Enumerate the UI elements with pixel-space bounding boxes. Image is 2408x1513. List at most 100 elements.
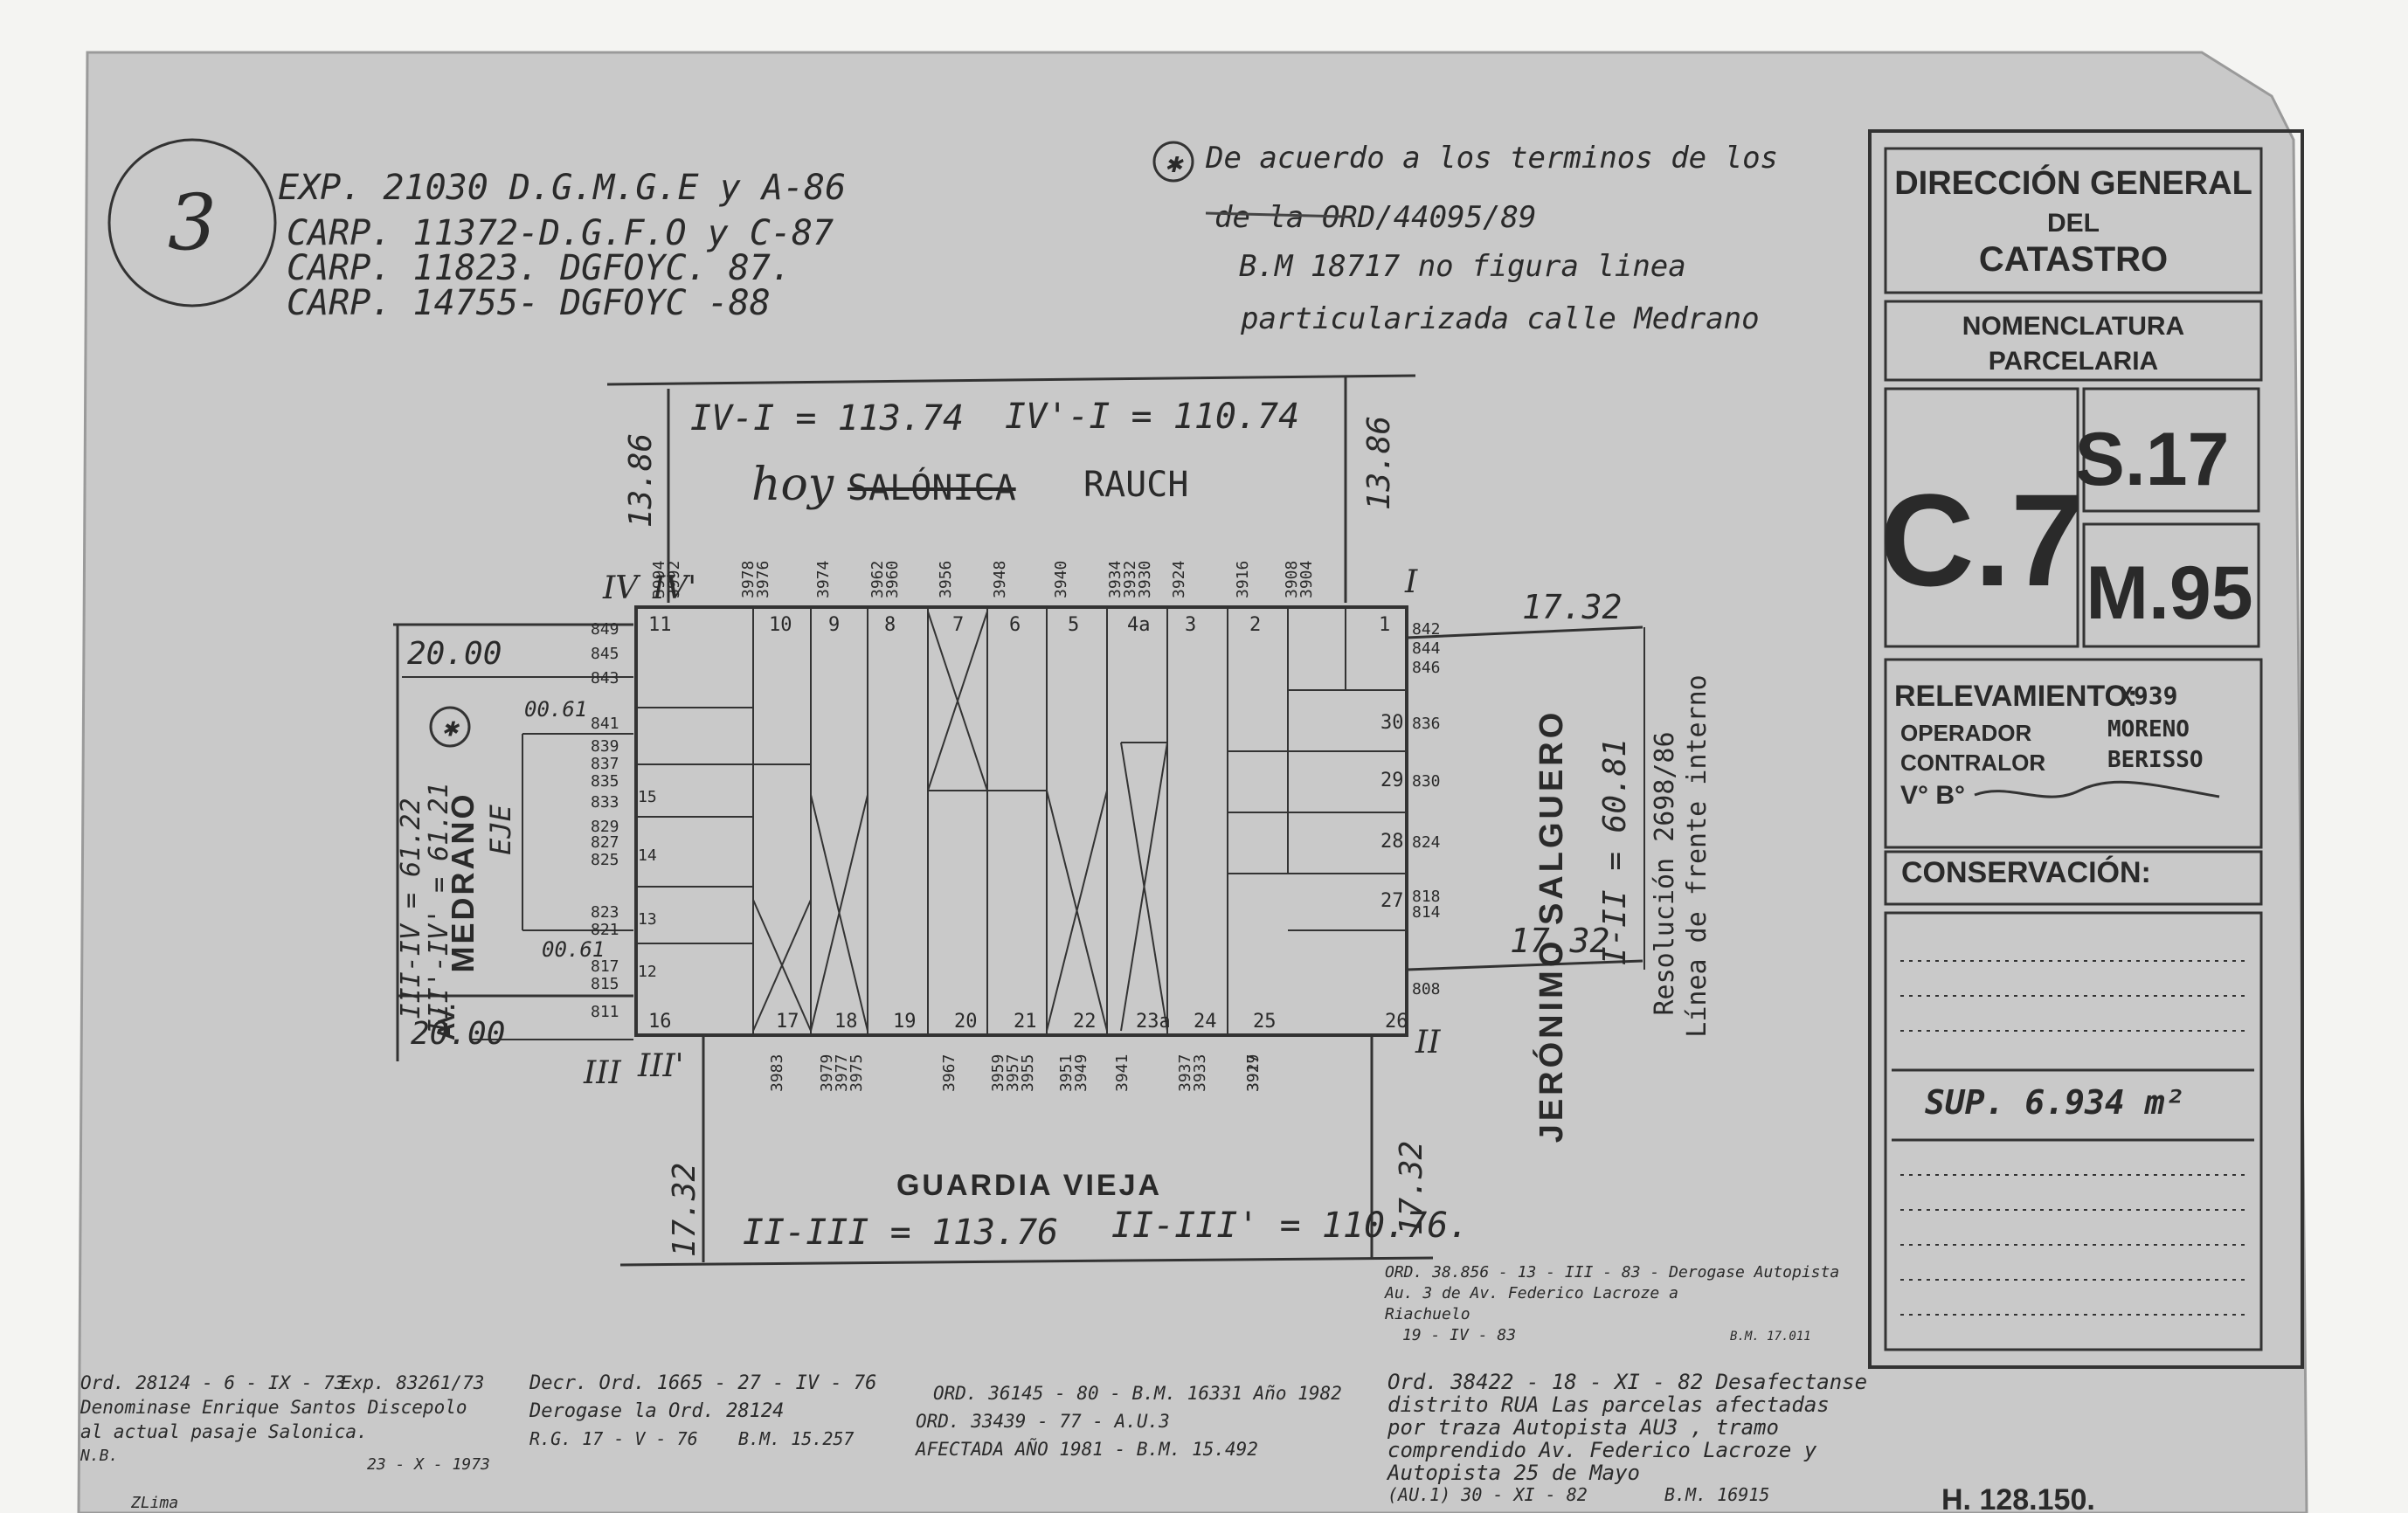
address-left: 843 [591, 669, 619, 687]
lot-top-5: 5 [1068, 614, 1079, 636]
footer-38856-line4: 19 - IV - 83 [1402, 1326, 1516, 1344]
address-bottom: 3975 [848, 1054, 866, 1092]
lot-bottom-17: 17 [776, 1011, 799, 1033]
footer-ord1-line2: Exp. 83261/73 [341, 1372, 484, 1393]
lot-right-28: 28 [1380, 831, 1404, 853]
sheet-number: 3 [168, 178, 217, 268]
lot-bottom-24: 24 [1194, 1011, 1217, 1033]
street-labels: hoy SALÓNICA RAUCH GUARDIA VIEJA MEDRANO… [432, 459, 1570, 1202]
address-left: 821 [591, 921, 619, 939]
address-left: 837 [591, 755, 619, 773]
lot-left-14: 14 [638, 846, 657, 865]
address-top: 3994 [650, 561, 668, 598]
resolution-line-1: Resolución 2698/86 [1650, 731, 1680, 1015]
address-left: 841 [591, 715, 619, 733]
address-bottom: 3933 [1191, 1054, 1209, 1092]
address-right: 846 [1412, 659, 1441, 677]
lot-top-6: 6 [1009, 614, 1021, 636]
address-right: 814 [1412, 903, 1441, 922]
medrano-asterisk: ✱ [442, 713, 460, 743]
address-left: 839 [591, 737, 619, 756]
dim-right-side: I-II = 60.81 [1597, 738, 1633, 965]
lot-top-4a: 4a [1127, 614, 1151, 636]
address-bottom: 3919 [1244, 1054, 1263, 1092]
footer-ord1-nb: N.B. [80, 1447, 118, 1465]
footer-38856-line2: Au. 3 de Av. Federico Lacroze a [1384, 1284, 1678, 1302]
address-bottom: 3949 [1072, 1054, 1090, 1092]
address-bottom: 3977 [833, 1054, 851, 1092]
seccion: S.17 [2075, 418, 2230, 501]
contralor-label: CONTRALOR [1900, 750, 2045, 776]
footer-afectada-line1: ORD. 36145 - 80 - B.M. 16331 Año 1982 [933, 1383, 1342, 1404]
street-jeronimo-salguero: JERÓNIMO SALGUERO [1532, 709, 1570, 1143]
expediente-line-4: CARP. 14755- DGFOYC -88 [287, 283, 771, 323]
street-rauch-hoy: hoy [751, 459, 834, 511]
address-top: 3948 [991, 561, 1009, 598]
address-left: 833 [591, 793, 619, 812]
address-bottom: 3959 [989, 1054, 1007, 1092]
address-left: 825 [591, 851, 619, 869]
address-bottom: 3955 [1019, 1054, 1037, 1092]
footer-ord1-date: 23 - X - 1973 [367, 1455, 490, 1474]
dim-top-right-depth-label: 13.86 [1361, 416, 1397, 510]
address-top: 3904 [1297, 561, 1316, 598]
footer-38422-line3: por traza Autopista AU3 , tramo [1387, 1415, 1779, 1440]
address-bottom: 3979 [818, 1054, 836, 1092]
corner-IV-prime: IV' [652, 570, 696, 606]
address-left: 849 [591, 620, 619, 639]
address-top: 3940 [1052, 561, 1070, 598]
footer-notes: Ord. 28124 - 6 - IX - 73 Exp. 83261/73 D… [80, 1263, 1867, 1512]
expediente-line-2: CARP. 11372-D.G.F.O y C-87 [287, 213, 834, 253]
lot-bottom-20: 20 [954, 1011, 978, 1033]
footer-38422-bm: B.M. 16915 [1664, 1484, 1769, 1505]
sheet-reference: H. 128.150. [1941, 1483, 2095, 1513]
lot-bottom-23a: 23a [1136, 1011, 1171, 1033]
address-right: 836 [1412, 715, 1441, 733]
footer-38856-bm: B.M. 17.011 [1730, 1330, 1811, 1344]
address-right: 818 [1412, 888, 1441, 906]
expedientes-block: EXP. 21030 D.G.M.G.E y A-86 CARP. 11372-… [278, 168, 846, 323]
address-top: 3974 [814, 561, 833, 598]
address-bottom: 3937 [1176, 1054, 1194, 1092]
corner-I: I [1404, 564, 1418, 600]
corner-labels: I II III III' IV IV' [583, 564, 1441, 1091]
title-del: DEL [2047, 209, 2100, 238]
nomenclatura-line-1: NOMENCLATURA [1962, 312, 2184, 341]
manzana: M.95 [2086, 551, 2252, 635]
lot-right-30: 30 [1380, 712, 1404, 734]
superficie: SUP. 6.934 m² [1925, 1083, 2184, 1122]
footer-38422-line1: Ord. 38422 - 18 - XI - 82 Desafectanse [1387, 1370, 1867, 1394]
corner-IV: IV [602, 570, 641, 606]
address-bottom: 3967 [940, 1054, 958, 1092]
footer-decr-line1: Decr. Ord. 1665 - 27 - IV - 76 [529, 1372, 876, 1394]
title-direccion-general: DIRECCIÓN GENERAL [1894, 163, 2252, 202]
lot-top-2: 2 [1249, 614, 1261, 636]
street-medrano-prefix: AV. [432, 1004, 460, 1040]
address-left: 827 [591, 833, 619, 852]
address-right: 842 [1412, 620, 1441, 639]
address-bottom: 3941 [1113, 1054, 1131, 1092]
note-line-1: De acuerdo a los terminos de los [1205, 141, 1778, 176]
resolution-line-2: Línea de frente interno [1682, 674, 1713, 1037]
lot-top-10: 10 [769, 614, 792, 636]
operador-value: MORENO [2107, 716, 2190, 743]
dim-bottom-right: II-III' = 110.76. [1111, 1206, 1469, 1246]
title-catastro: CATASTRO [1979, 240, 2168, 279]
footer-ord1-line3: Denominase Enrique Santos Discepolo [80, 1397, 467, 1418]
dim-bottom-right-depth: 17.32 [1394, 1141, 1429, 1235]
footer-38422-line2: distrito RUA Las parcelas afectadas [1387, 1392, 1830, 1417]
title-block [1868, 129, 2304, 1369]
lot-bottom-26: 26 [1385, 1011, 1408, 1033]
corner-III-prime: III' [637, 1048, 684, 1084]
footer-ord1-line4: al actual pasaje Salonica. [80, 1421, 368, 1442]
address-left: 817 [591, 957, 619, 976]
dim-left-side-2: III'-IV' = 61.21 [424, 783, 454, 1035]
sheet-number-circle: 3 [107, 138, 277, 307]
address-left: 845 [591, 645, 619, 663]
footer-38422-line5: Autopista 25 de Mayo [1386, 1461, 1640, 1485]
dim-left-inner-bottom: 00.61 [542, 937, 605, 962]
street-guardia-vieja: GUARDIA VIEJA [896, 1169, 1162, 1202]
address-bottom: 3927 [1244, 1054, 1263, 1092]
address-right: 844 [1412, 639, 1441, 658]
footer-afectada-line2: ORD. 33439 - 77 - A.U.3 [916, 1411, 1170, 1432]
